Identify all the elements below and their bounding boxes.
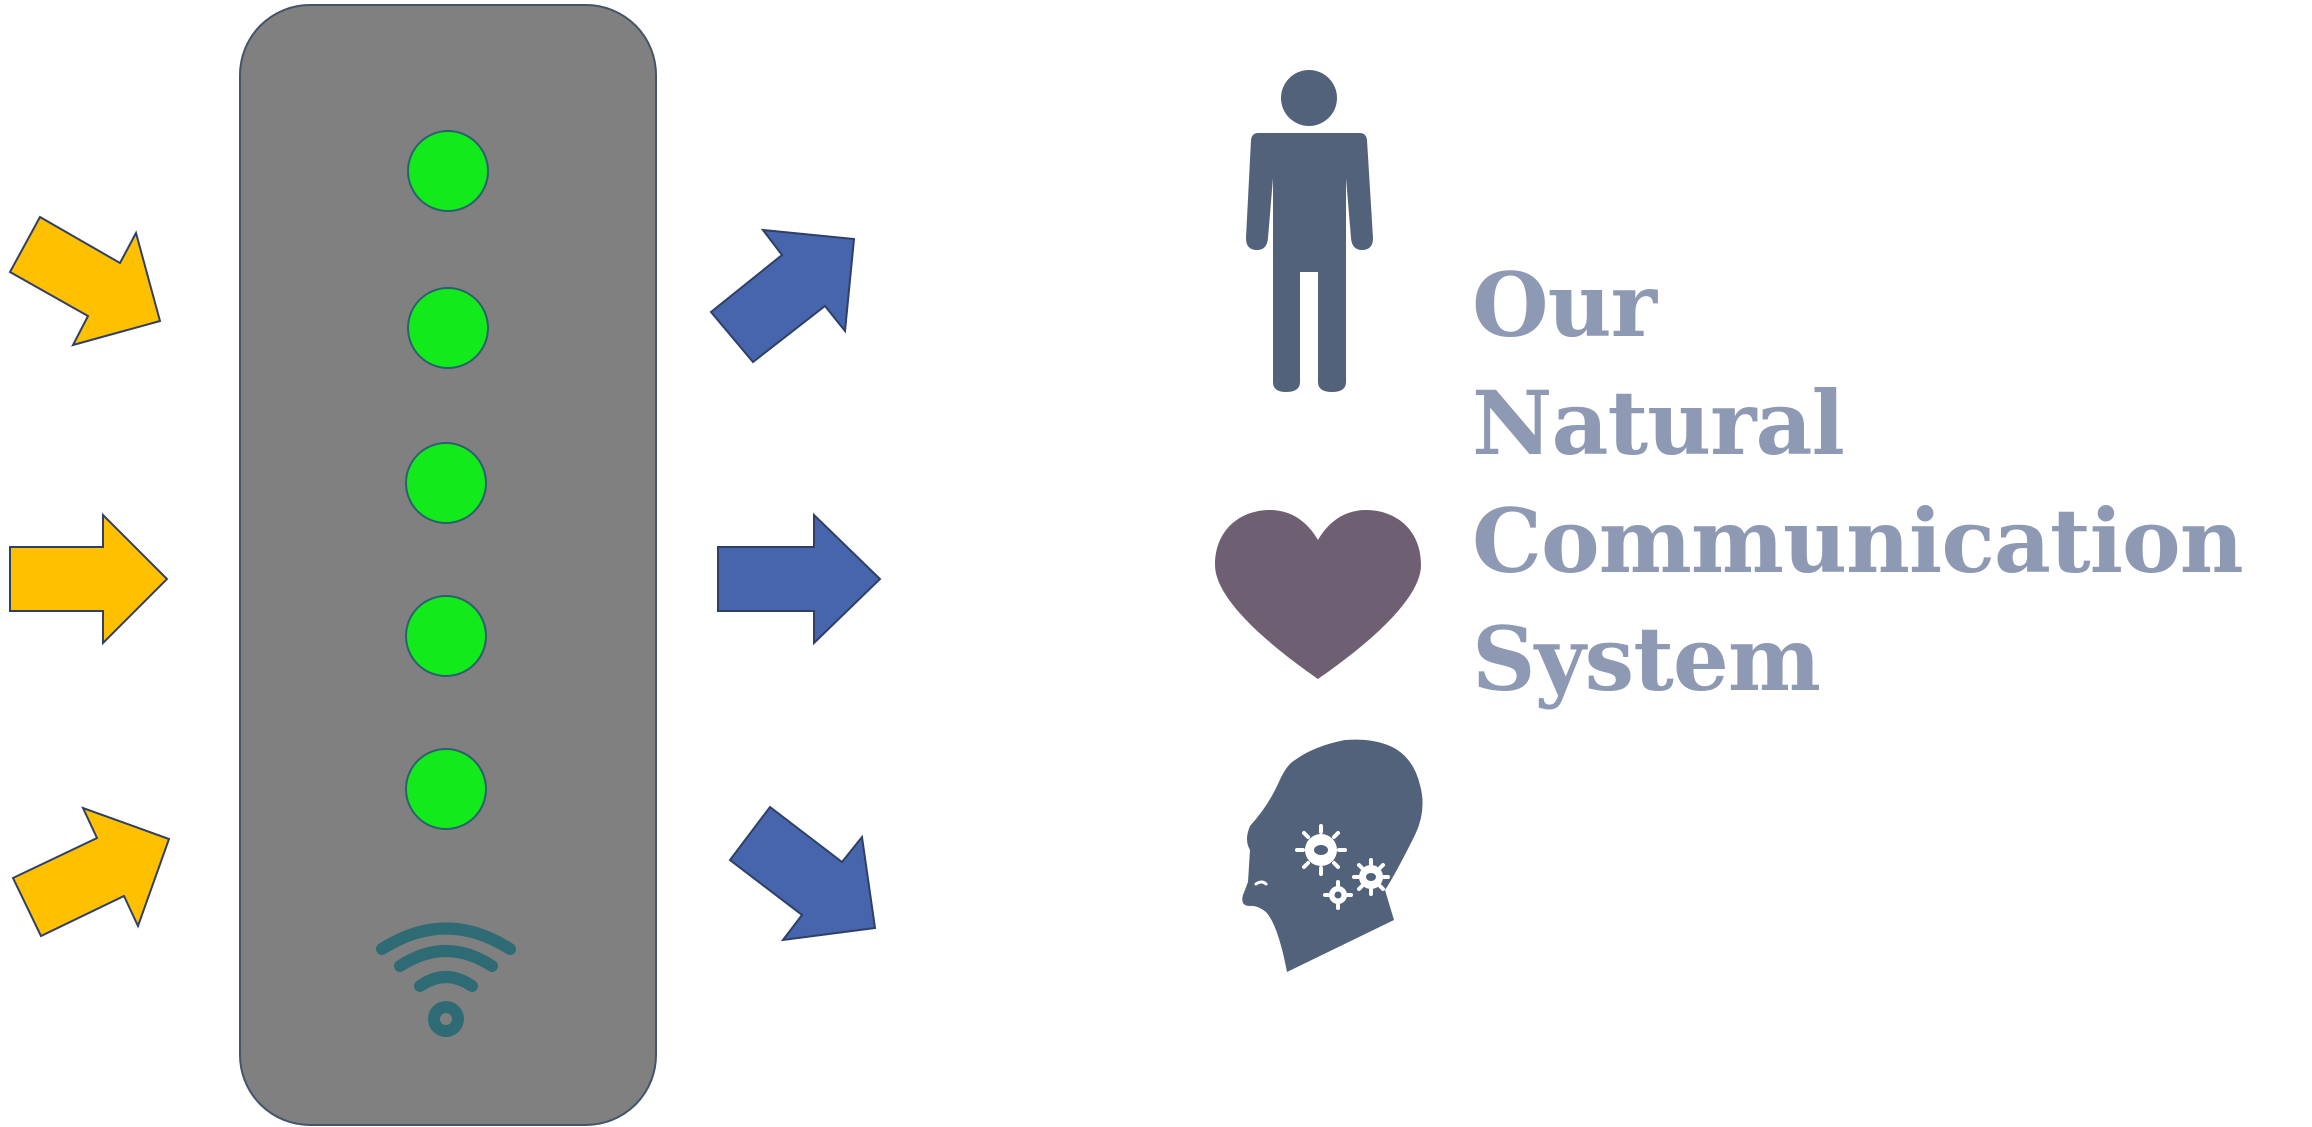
- input-arrows: [8, 215, 171, 938]
- wifi-icon: [376, 922, 516, 1037]
- led-indicators: [405, 130, 489, 830]
- page-title: Our Natural Communication System: [1472, 246, 2244, 718]
- input-arrow-bottom: [11, 806, 171, 938]
- title-line-1: Our: [1472, 253, 1657, 357]
- title-line-2: Natural: [1472, 371, 1845, 475]
- output-arrow-bottom: [728, 805, 877, 942]
- led-indicator: [405, 748, 487, 830]
- output-arrows: [709, 228, 882, 942]
- led-indicator: [407, 130, 489, 212]
- output-arrow-middle: [717, 512, 882, 646]
- device: [239, 4, 657, 1126]
- person-icon: [1246, 70, 1373, 392]
- led-indicator: [405, 595, 487, 677]
- device-body: [239, 4, 657, 1126]
- input-arrow-middle: [9, 512, 169, 646]
- title-line-3: Communication: [1472, 489, 2244, 593]
- input-arrow-top: [8, 215, 162, 347]
- title-line-4: System: [1472, 607, 1821, 711]
- led-indicator: [405, 442, 487, 524]
- output-arrow-top: [709, 228, 856, 364]
- heart-icon: [1215, 510, 1421, 679]
- head-gears-icon: [1242, 739, 1423, 972]
- led-indicator: [407, 287, 489, 369]
